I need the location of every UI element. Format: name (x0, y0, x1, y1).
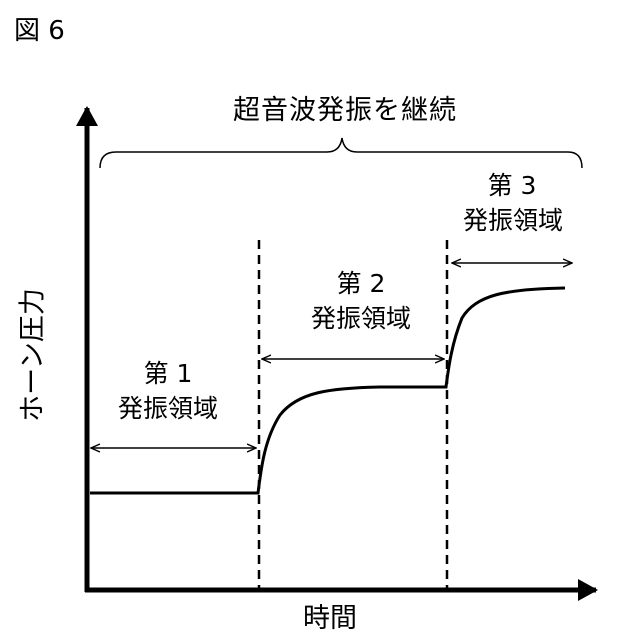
region-1-label-name: 発振領域 (100, 393, 236, 425)
region-3-label-number: 第 3 (452, 170, 572, 202)
region-2-label-name: 発振領域 (288, 303, 434, 335)
region-1-label-number: 第 1 (108, 358, 228, 390)
continuous-oscillation-bracket (100, 138, 582, 168)
figure-title: 図 6 (14, 10, 65, 47)
region-3-label-name: 発振領域 (446, 205, 580, 237)
y-axis-label: ホーン圧力 (11, 288, 50, 422)
y-axis-label-box: ホーン圧力 (8, 280, 52, 430)
bracket-label: 超音波発振を継続 (200, 88, 490, 127)
x-axis-label: 時間 (290, 596, 370, 635)
region-2-label-number: 第 2 (296, 268, 426, 300)
